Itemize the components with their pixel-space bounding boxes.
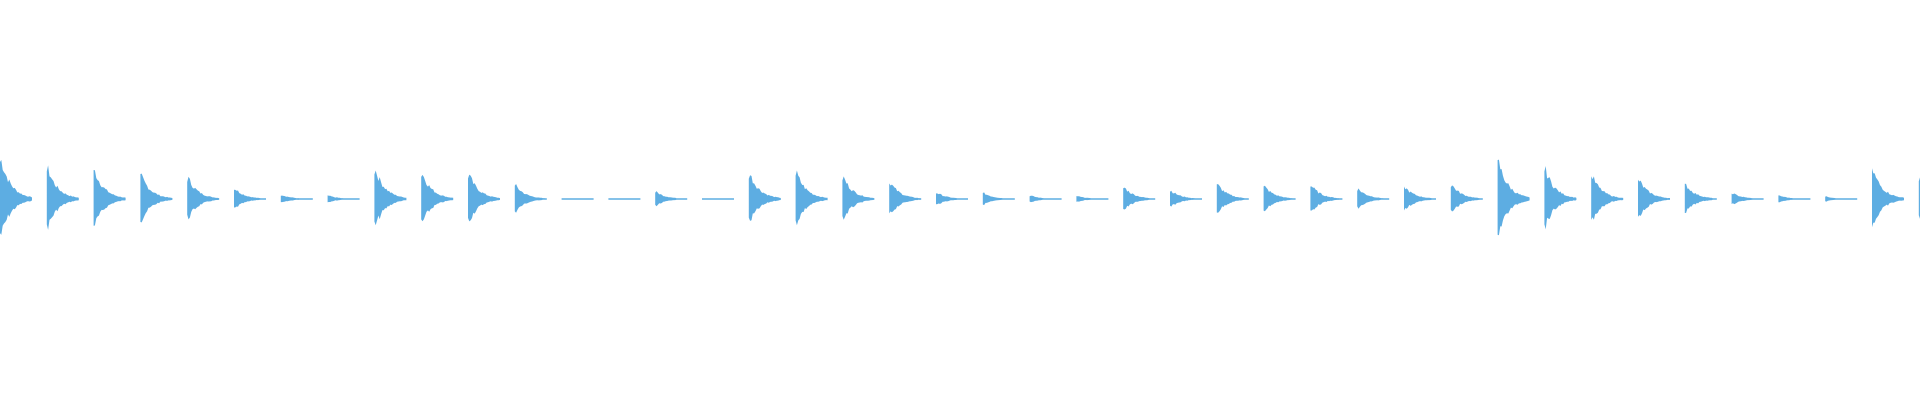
waveform-note (655, 191, 688, 207)
waveform-note (1216, 184, 1249, 213)
waveform-note (327, 195, 360, 203)
waveform-note (1170, 190, 1202, 207)
waveform-note (1544, 166, 1577, 230)
waveform-note (1029, 195, 1062, 203)
waveform-note (1404, 186, 1436, 211)
waveform-note (374, 170, 407, 226)
waveform-note (1684, 183, 1717, 213)
waveform-note (1076, 196, 1109, 202)
waveform-note (1310, 186, 1343, 211)
waveform-notes (0, 159, 1920, 236)
waveform-note (1638, 179, 1670, 217)
waveform-note (93, 170, 126, 226)
waveform-note (936, 193, 968, 205)
waveform-note (1450, 185, 1483, 212)
waveform-note (234, 189, 266, 208)
waveform-note (748, 175, 781, 221)
waveform-note (187, 176, 220, 220)
waveform-note (702, 198, 734, 200)
waveform-note (1731, 193, 1764, 205)
waveform-note (1872, 168, 1904, 228)
waveform-note (46, 165, 79, 230)
waveform-note (795, 170, 828, 226)
waveform-note (421, 174, 454, 222)
waveform-note (982, 192, 1015, 206)
waveform-note (608, 198, 641, 200)
waveform-note (1591, 176, 1624, 220)
waveform-note (1497, 159, 1530, 236)
waveform-note (561, 198, 594, 200)
waveform-note (514, 184, 547, 213)
waveform-note (1825, 196, 1858, 202)
waveform-note (842, 176, 875, 220)
waveform-note (1123, 187, 1156, 210)
waveform-note (140, 173, 173, 223)
waveform-note (468, 174, 500, 222)
waveform-note (0, 159, 32, 235)
waveform-note (1357, 188, 1390, 209)
waveform-note (280, 195, 313, 203)
waveform-note (889, 183, 922, 214)
waveform-note (1263, 185, 1296, 212)
waveform-note (1778, 195, 1811, 203)
